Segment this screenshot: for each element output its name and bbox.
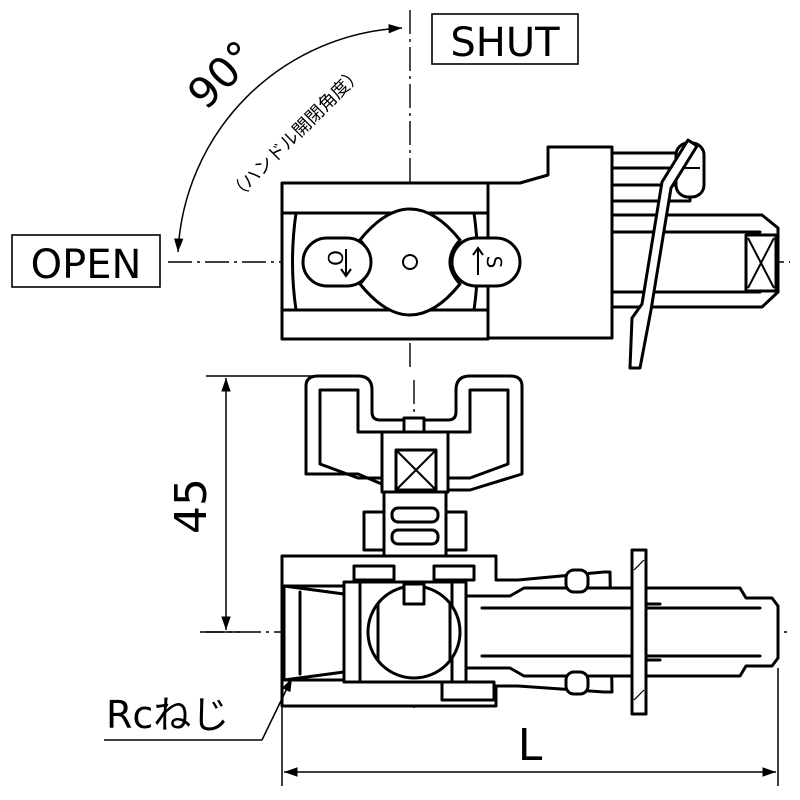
outlet-pipe-side xyxy=(464,548,780,716)
stem-side xyxy=(362,430,468,568)
open-mark-text: O xyxy=(324,250,348,266)
shut-label: SHUT xyxy=(450,20,560,66)
height-dim-label: 45 xyxy=(166,478,217,534)
side-view: 45 L Rcねじ xyxy=(104,374,790,786)
height-dimension: 45 xyxy=(166,375,316,633)
thread-label: Rcねじ xyxy=(106,693,229,737)
shut-label-box xyxy=(431,13,579,65)
shut-arrow-icon xyxy=(472,246,484,275)
length-dimension: L xyxy=(281,668,779,786)
clip-assembly-top xyxy=(610,138,706,370)
open-arrow-icon xyxy=(340,249,352,278)
handle-shut-mark: S xyxy=(482,256,506,269)
shut-mark-text: S xyxy=(482,256,506,269)
top-view: O S 90° （ハンドル開閉角度） SHUT OPEN xyxy=(11,10,790,370)
thread-leader: Rcねじ xyxy=(104,677,293,741)
open-label-box xyxy=(11,234,161,288)
length-dim-label: L xyxy=(518,720,543,771)
open-label: OPEN xyxy=(31,242,142,288)
angle-label: 90° xyxy=(178,31,265,118)
rotation-angle-arc xyxy=(173,23,403,253)
handle-open-mark: O xyxy=(324,250,348,266)
